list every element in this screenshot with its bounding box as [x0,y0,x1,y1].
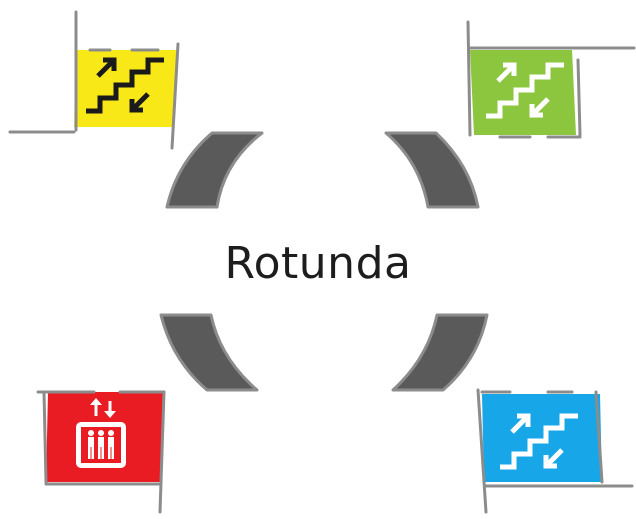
column-top-left [165,131,264,209]
stairs-top-right-walls [466,20,636,139]
stairs-up-down-icon [86,57,164,114]
elevator-bottom-left-walls [36,390,166,514]
elevator-icon [76,398,126,468]
stairs-top-left-walls [8,10,180,150]
stairs-bottom-right-walls [476,388,634,514]
stairs-bottom-right[interactable] [476,388,634,514]
column-top-right [384,131,480,209]
column-bottom-left [159,313,259,392]
stairs-top-left[interactable] [8,10,180,150]
rotunda-columns [159,131,489,392]
stairs-up-down-icon [486,62,564,119]
elevator-bottom-left[interactable] [36,390,166,514]
stairs-up-down-icon [500,413,578,470]
rotunda-label: Rotunda [224,238,412,289]
stairs-top-right[interactable] [466,20,636,139]
column-bottom-right [391,313,489,392]
